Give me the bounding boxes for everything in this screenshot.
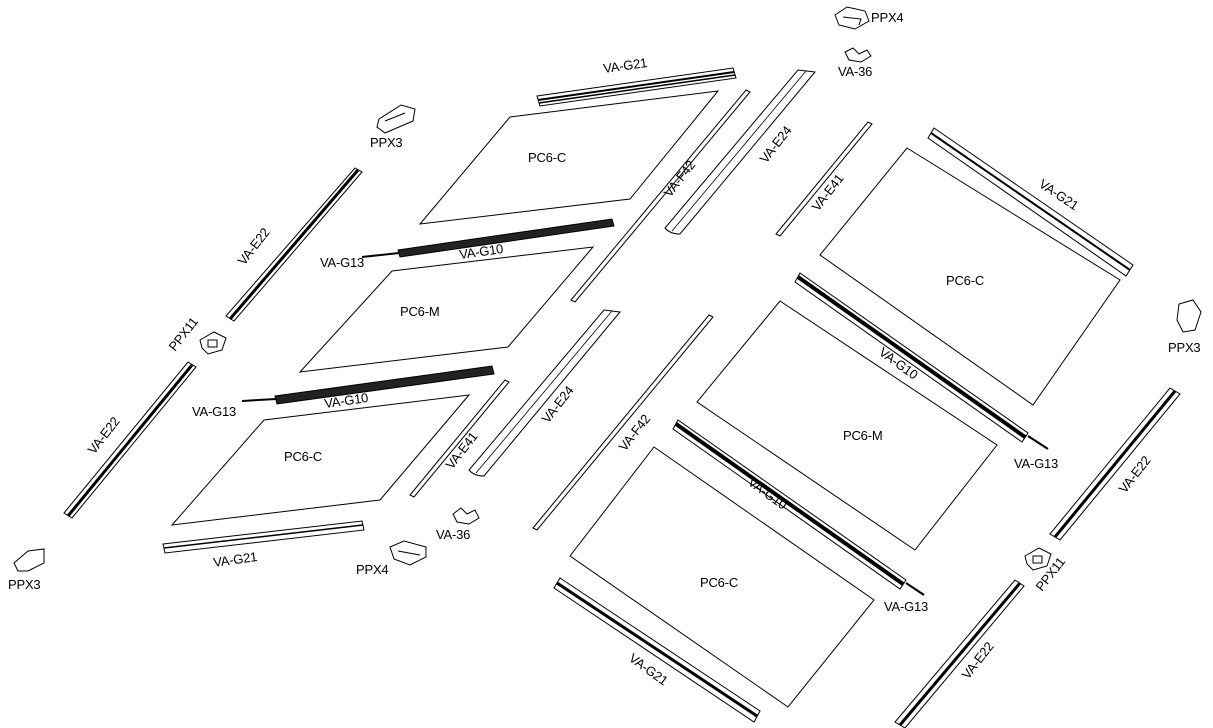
panel-pc6c-right-upper (819, 147, 1121, 406)
rail-va-g21-bottom (553, 577, 761, 723)
panel-pc6c-bottom (569, 446, 875, 708)
rail-va-g10-left-lower (241, 365, 495, 405)
rail-va-g21-right (927, 127, 1134, 277)
label-va-g13-right-upper: VA-G13 (1014, 456, 1058, 471)
rail-va-g10-right-lower (672, 419, 925, 596)
label-va36-bottom: VA-36 (436, 527, 470, 542)
panel-pc6c-top (418, 90, 720, 225)
label-ppx4-bottom: PPX4 (356, 562, 388, 577)
fitting-ppx11-left (199, 331, 227, 355)
label-va-g10-left-lower: VA-G10 (323, 390, 369, 411)
label-ppx3-right: PPX3 (1168, 340, 1200, 355)
rail-va-g21-bottom-left (162, 520, 365, 554)
label-va-g21-bottom-left: VA-G21 (212, 549, 258, 570)
label-va-e22-left-upper: VA-E22 (235, 225, 273, 268)
label-va-g21-top: VA-G21 (602, 55, 648, 76)
label-pc6c-right-upper: PC6-C (946, 273, 984, 288)
cover-va-e24-mid (468, 309, 621, 477)
fitting-ppx4-top (834, 6, 870, 30)
fitting-ppx11-right (1024, 547, 1052, 571)
fitting-ppx4-bottom (389, 540, 427, 566)
panel-pc6m-right (696, 300, 998, 551)
bar-va-f42-mid (532, 314, 714, 531)
bar-va-e41-right (775, 121, 873, 237)
bar-va-e41-left (409, 379, 510, 498)
label-pc6m-left: PC6-M (400, 304, 439, 319)
label-va-g13-right-lower: VA-G13 (884, 599, 928, 614)
fitting-ppx3-bottom-left (13, 548, 45, 572)
label-va-g13-left-upper: VA-G13 (320, 255, 364, 270)
label-ppx11-left: PPX11 (166, 314, 202, 354)
panel-pc6m-left (298, 246, 595, 373)
label-va-g13-left-lower: VA-G13 (192, 404, 236, 419)
rail-va-e22-left-upper (225, 167, 363, 322)
label-pc6c-bottom: PC6-C (700, 575, 738, 590)
fitting-va36-top (844, 47, 872, 63)
label-ppx4-top: PPX4 (871, 10, 903, 25)
bar-va-f42-top (570, 89, 751, 303)
fitting-va36-bottom (452, 507, 480, 525)
label-va-f42-mid: VA-F42 (616, 412, 654, 454)
rail-va-g10-left-upper (361, 218, 615, 258)
label-va-f42-top: VA-F42 (661, 158, 699, 200)
rail-va-g10-right-upper (794, 272, 1049, 450)
fitting-ppx3-right (1176, 299, 1202, 333)
label-pc6c-top: PC6-C (528, 150, 566, 165)
panel-pc6c-left-lower (170, 394, 471, 526)
rail-va-e22-right-upper (1049, 387, 1181, 541)
label-pc6c-left-lower: PC6-C (284, 449, 322, 464)
label-va36-top: VA-36 (838, 64, 872, 79)
cover-va-e24-top (664, 69, 816, 235)
rail-va-e22-left-lower (63, 361, 197, 519)
label-pc6m-right: PC6-M (843, 428, 882, 443)
rail-va-g21-top (536, 67, 737, 107)
label-ppx3-bottom-left: PPX3 (8, 577, 40, 592)
label-ppx3-upper-left: PPX3 (370, 135, 402, 150)
fitting-ppx3-upper-left (376, 104, 416, 134)
rail-va-e22-bottom (894, 579, 1025, 728)
label-va-g10-left-upper: VA-G10 (458, 241, 504, 262)
